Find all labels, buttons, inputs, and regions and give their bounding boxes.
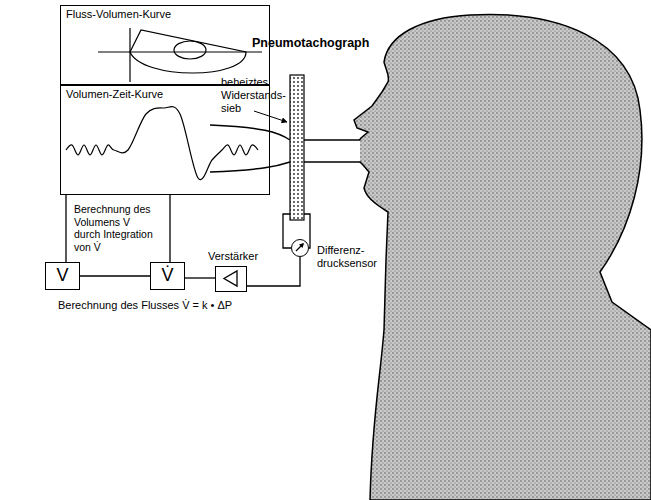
connector-wire bbox=[80, 275, 150, 276]
part-label: beheiztes Widerstands- sieb bbox=[221, 76, 291, 116]
formula-note: Berechnung des Flusses V̇ = k • ΔP bbox=[58, 299, 232, 312]
panel-title: Volumen-Zeit-Kurve bbox=[66, 88, 163, 101]
amplifier-box: Verstärker bbox=[215, 266, 247, 292]
volume-time-plot bbox=[66, 107, 258, 180]
mouthpiece bbox=[304, 140, 360, 162]
gauge-needle bbox=[292, 240, 307, 255]
amplifier-symbol bbox=[216, 267, 245, 290]
panel-title: Fluss-Volumen-Kurve bbox=[66, 8, 171, 21]
connector-wire bbox=[169, 195, 170, 262]
process-box: V bbox=[45, 262, 80, 290]
node-label: Verstärker bbox=[208, 250, 258, 263]
resistance-sieve bbox=[290, 75, 304, 220]
plot-panel: Fluss-Volumen-Kurve bbox=[60, 5, 270, 85]
head-silhouette bbox=[354, 14, 651, 500]
leader-line bbox=[254, 111, 287, 122]
flow-volume-plot bbox=[98, 28, 262, 82]
volume-time-curve bbox=[66, 107, 258, 180]
node-label: V bbox=[56, 265, 68, 287]
device-title: Pneumotachograph bbox=[252, 36, 369, 51]
process-box: V̇ bbox=[150, 262, 185, 290]
mouthpiece-fill bbox=[304, 140, 360, 162]
note: Berechnung des Volumens V durch Integrat… bbox=[74, 203, 158, 253]
node-label: Differenz- drucksensor bbox=[317, 244, 381, 270]
node-label: V̇ bbox=[161, 265, 173, 287]
plot-panel: Volumen-Zeit-Kurve bbox=[60, 85, 270, 195]
connector-wire bbox=[65, 195, 66, 262]
pressure-gauge: Differenz- drucksensor bbox=[291, 239, 309, 257]
connector-wire bbox=[185, 277, 215, 278]
